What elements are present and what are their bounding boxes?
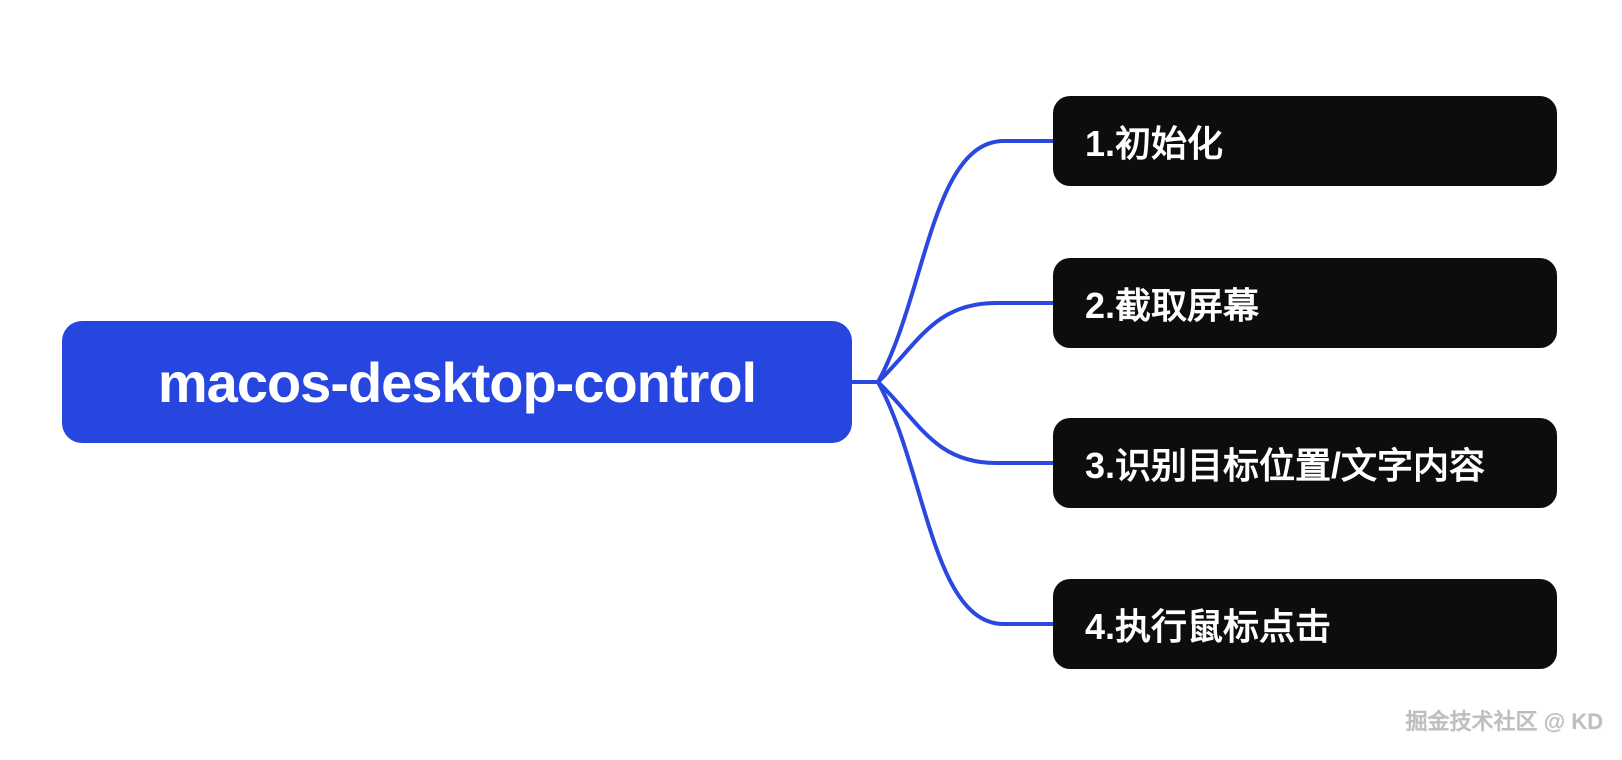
- connector-root-to-child-1: [876, 139, 1055, 384]
- child-node-label: 3.识别目标位置/文字内容: [1085, 445, 1486, 486]
- root-node[interactable]: macos-desktop-control: [62, 321, 852, 443]
- child-node-label: 4.执行鼠标点击: [1085, 606, 1332, 647]
- child-node-screenshot[interactable]: 2.截取屏幕: [1053, 258, 1557, 348]
- watermark: 掘金技术社区 @ KD: [1405, 709, 1603, 734]
- child-node-label: 2.截取屏幕: [1085, 285, 1260, 326]
- child-node-init[interactable]: 1.初始化: [1053, 96, 1557, 186]
- child-node-click[interactable]: 4.执行鼠标点击: [1053, 579, 1557, 669]
- connector-root-to-child-4: [876, 380, 1055, 626]
- connector-root-to-child-2: [876, 301, 1055, 384]
- child-node-recognize[interactable]: 3.识别目标位置/文字内容: [1053, 418, 1557, 508]
- connector-root-to-child-3: [876, 380, 1055, 465]
- root-node-label: macos-desktop-control: [157, 350, 757, 414]
- child-node-label: 1.初始化: [1085, 123, 1224, 164]
